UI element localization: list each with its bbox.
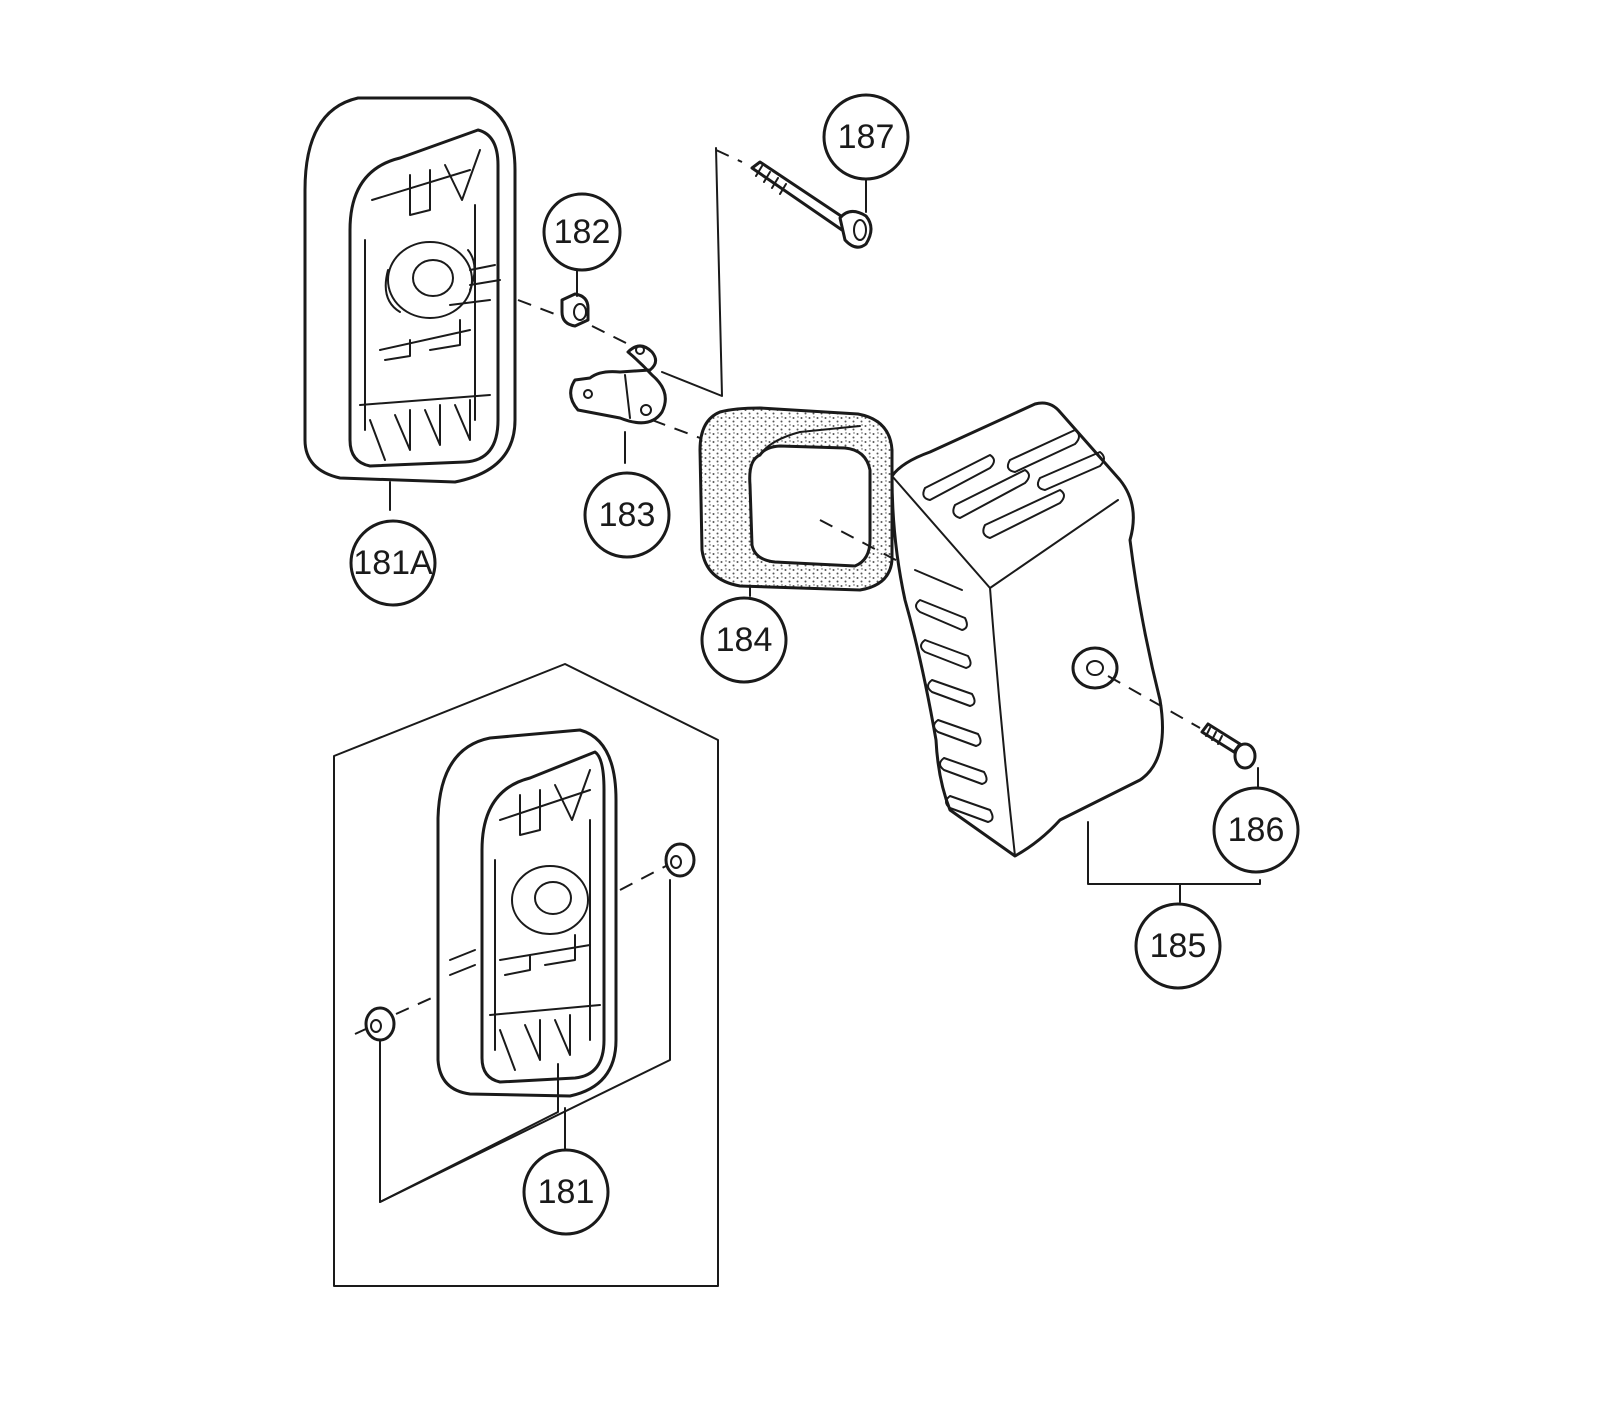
svg-text:184: 184 bbox=[716, 621, 773, 659]
axis-line-grommet-right bbox=[619, 865, 667, 891]
leader-181-tree bbox=[379, 879, 671, 1203]
svg-text:183: 183 bbox=[599, 496, 656, 534]
axis-line-182-left bbox=[517, 299, 561, 317]
callout-184: 184 bbox=[700, 596, 788, 684]
callout-181a: 181A bbox=[349, 519, 437, 607]
bracket-plate-183 bbox=[569, 344, 667, 425]
axis-line-186 bbox=[1107, 675, 1201, 729]
axis-line-grommet-left bbox=[395, 995, 437, 1015]
axis-line-182-right bbox=[591, 325, 641, 351]
axis-line-grommet-left-out bbox=[354, 1027, 369, 1035]
assembly-outline-181 bbox=[333, 663, 719, 1287]
axis-line-183 bbox=[651, 419, 701, 439]
grommet-left bbox=[364, 1006, 396, 1042]
leader-181-case bbox=[379, 1063, 559, 1203]
callout-186: 186 bbox=[1212, 786, 1300, 874]
callout-181: 181 bbox=[522, 1148, 610, 1236]
leader-187-route bbox=[661, 147, 723, 397]
grommet-right bbox=[664, 842, 696, 878]
callout-183: 183 bbox=[583, 471, 671, 559]
svg-text:181: 181 bbox=[538, 1173, 595, 1211]
screw-186 bbox=[1200, 722, 1257, 770]
air-cleaner-case-181 bbox=[436, 728, 618, 1098]
callout-187: 187 bbox=[822, 93, 910, 181]
svg-text:187: 187 bbox=[838, 118, 895, 156]
air-cleaner-case-181a bbox=[303, 96, 517, 484]
bolt-187 bbox=[750, 160, 873, 249]
air-cleaner-cover-185 bbox=[890, 401, 1164, 858]
filter-element-184 bbox=[698, 406, 894, 592]
svg-text:182: 182 bbox=[554, 213, 611, 251]
svg-text:181A: 181A bbox=[353, 544, 433, 582]
collar-182 bbox=[560, 292, 590, 328]
callout-185: 185 bbox=[1134, 902, 1222, 990]
leader-185-bracket bbox=[1087, 821, 1261, 885]
svg-text:186: 186 bbox=[1228, 811, 1285, 849]
svg-text:185: 185 bbox=[1150, 927, 1207, 965]
callout-182: 182 bbox=[542, 192, 622, 272]
axis-line-187 bbox=[715, 149, 743, 163]
